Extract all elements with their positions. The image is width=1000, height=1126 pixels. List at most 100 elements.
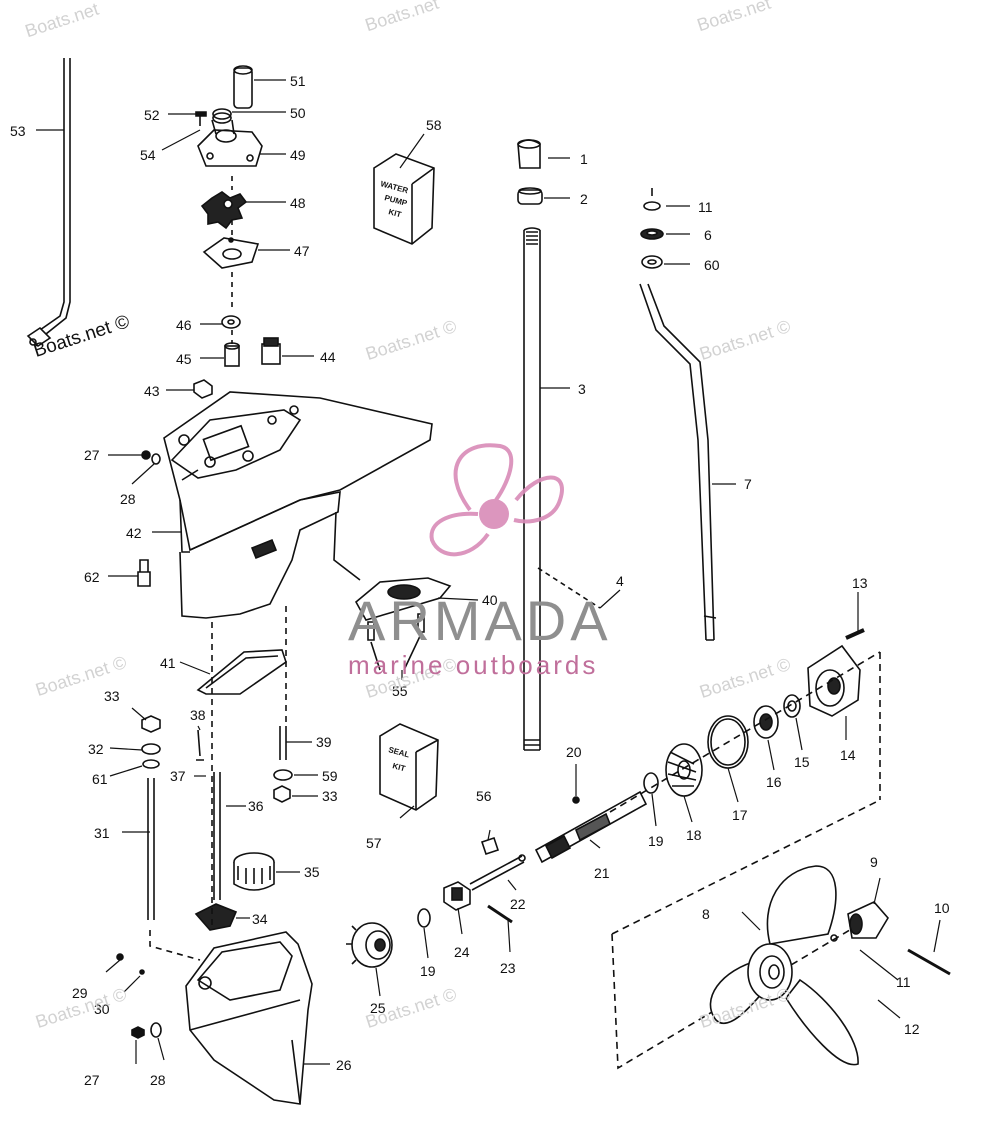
part-27-bolt-upper bbox=[141, 450, 151, 460]
callout-37: 37 bbox=[170, 768, 186, 784]
callout-13: 13 bbox=[852, 575, 868, 591]
callout-24: 24 bbox=[454, 944, 470, 960]
part-62-bolt bbox=[137, 559, 151, 587]
callout-35: 35 bbox=[304, 864, 320, 880]
part-56-retainer bbox=[480, 836, 500, 856]
part-33-nut-left bbox=[141, 715, 161, 733]
part-24-clutch bbox=[443, 881, 471, 911]
callout-4: 4 bbox=[616, 573, 624, 589]
part-9-cone bbox=[847, 901, 889, 939]
part-18-forward-gear bbox=[665, 743, 703, 797]
callout-6: 6 bbox=[704, 227, 712, 243]
part-6-bushing bbox=[640, 228, 664, 240]
callout-39: 39 bbox=[316, 734, 332, 750]
part-35-gear bbox=[233, 852, 275, 891]
callout-26: 26 bbox=[336, 1057, 352, 1073]
callout-numbers: 1 2 3 4 6 7 8 9 10 11 11 12 13 14 15 16 … bbox=[10, 73, 950, 1088]
part-34-cam bbox=[194, 903, 238, 931]
callout-45: 45 bbox=[176, 351, 192, 367]
part-43-nut bbox=[193, 379, 213, 399]
part-42-driveshaft-housing bbox=[163, 391, 433, 619]
part-29-screw bbox=[116, 953, 124, 961]
part-51-tube bbox=[233, 65, 253, 109]
leader-lines bbox=[36, 79, 941, 1065]
part-59-washer bbox=[273, 769, 293, 781]
part-38-37-pin bbox=[196, 729, 204, 761]
callout-58: 58 bbox=[426, 117, 442, 133]
callout-49: 49 bbox=[290, 147, 306, 163]
callout-8: 8 bbox=[702, 906, 710, 922]
part-32-washer bbox=[141, 743, 161, 755]
part-55-screws bbox=[367, 613, 425, 671]
part-7-shift-rod bbox=[639, 283, 717, 641]
part-21-prop-shaft bbox=[534, 790, 648, 864]
part-60-washer bbox=[641, 255, 663, 269]
callout-42: 42 bbox=[126, 525, 142, 541]
callout-50: 50 bbox=[290, 105, 306, 121]
callout-21: 21 bbox=[594, 865, 610, 881]
callout-30: 30 bbox=[94, 1001, 110, 1017]
callout-1: 1 bbox=[580, 151, 588, 167]
callout-2: 2 bbox=[580, 191, 588, 207]
callout-32: 32 bbox=[88, 741, 104, 757]
callout-40: 40 bbox=[482, 592, 498, 608]
part-45-spacer bbox=[224, 342, 240, 367]
callout-15: 15 bbox=[794, 754, 810, 770]
part-26-gear-housing bbox=[185, 931, 313, 1105]
callout-23: 23 bbox=[500, 960, 516, 976]
seal-kit-line-2: KIT bbox=[391, 761, 406, 773]
part-11-washer-lower bbox=[830, 934, 838, 942]
callout-46: 46 bbox=[176, 317, 192, 333]
callout-33-right: 33 bbox=[322, 788, 338, 804]
part-25-reverse-gear bbox=[346, 922, 393, 968]
callout-29: 29 bbox=[72, 985, 88, 1001]
callout-25: 25 bbox=[370, 1000, 386, 1016]
part-39-stud bbox=[279, 726, 287, 760]
part-10-cotter-pin bbox=[907, 948, 951, 976]
callout-61: 61 bbox=[92, 771, 108, 787]
part-48-impeller bbox=[200, 191, 248, 230]
part-1-sleeve bbox=[517, 139, 541, 169]
part-49-pump-housing bbox=[197, 119, 263, 167]
callout-56: 56 bbox=[476, 788, 492, 804]
callout-12: 12 bbox=[904, 1021, 920, 1037]
part-15-seal bbox=[783, 694, 801, 718]
part-28-washer-lower bbox=[150, 1022, 162, 1038]
callout-51: 51 bbox=[290, 73, 306, 89]
callout-38: 38 bbox=[190, 707, 206, 723]
callout-14: 14 bbox=[840, 747, 856, 763]
callout-31: 31 bbox=[94, 825, 110, 841]
callout-52: 52 bbox=[144, 107, 160, 123]
part-2-seal bbox=[517, 187, 543, 205]
callout-18: 18 bbox=[686, 827, 702, 843]
callout-55: 55 bbox=[392, 683, 408, 699]
callout-62: 62 bbox=[84, 569, 100, 585]
part-13-screw bbox=[845, 628, 865, 640]
brand-name: ARMADA bbox=[348, 589, 612, 652]
kit-label-line-3: KIT bbox=[387, 207, 402, 219]
part-61-oring bbox=[142, 759, 160, 769]
callout-48: 48 bbox=[290, 195, 306, 211]
part-53-shift-rod bbox=[26, 58, 71, 348]
callout-22: 22 bbox=[510, 896, 526, 912]
callout-28-upper: 28 bbox=[120, 491, 136, 507]
callout-33-left: 33 bbox=[104, 688, 120, 704]
callout-11-lower: 11 bbox=[896, 974, 911, 990]
callout-9: 9 bbox=[870, 854, 878, 870]
callout-10: 10 bbox=[934, 900, 950, 916]
callout-43: 43 bbox=[144, 383, 160, 399]
callout-36: 36 bbox=[248, 798, 264, 814]
callout-44: 44 bbox=[320, 349, 336, 365]
part-23-pin bbox=[487, 904, 513, 924]
callout-59: 59 bbox=[322, 768, 338, 784]
callout-28-lower: 28 bbox=[150, 1072, 166, 1088]
part-58-water-pump-kit: WATER PUMP KIT bbox=[373, 153, 435, 245]
callout-7: 7 bbox=[744, 476, 752, 492]
part-19-washer-upper bbox=[643, 772, 659, 794]
callout-53: 53 bbox=[10, 123, 26, 139]
part-52-screw bbox=[195, 111, 207, 126]
part-57-seal-kit: SEAL KIT bbox=[379, 723, 439, 811]
part-50-grommet bbox=[212, 108, 232, 124]
